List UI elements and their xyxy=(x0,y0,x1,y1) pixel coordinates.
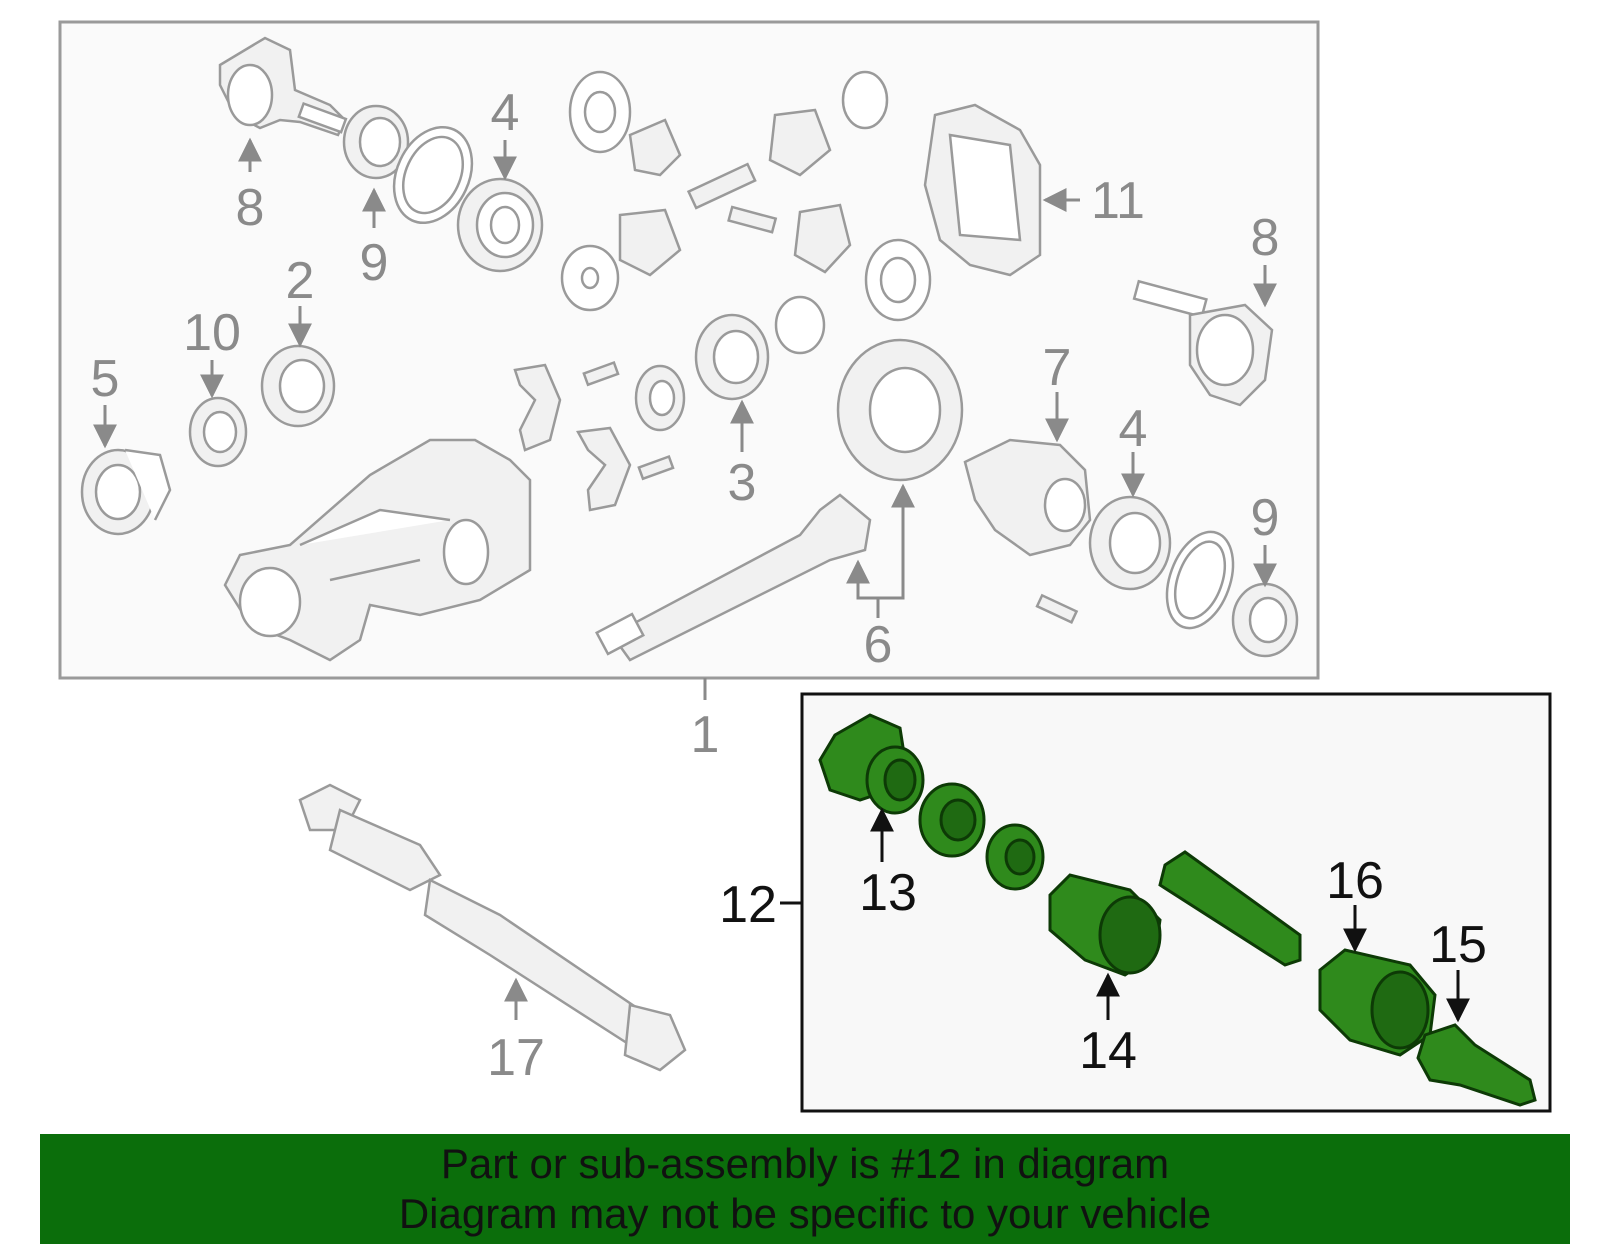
mounting-bracket-lower xyxy=(576,426,632,512)
pinion-bearing-3 xyxy=(634,295,826,432)
bearing-9-left xyxy=(342,104,410,180)
callout-3: 3 xyxy=(728,454,757,512)
leader-arrows xyxy=(93,137,1470,1023)
callout-6: 6 xyxy=(864,616,893,674)
callout-15: 15 xyxy=(1429,916,1487,974)
cross-shaft xyxy=(686,162,757,210)
callout-11: 11 xyxy=(1091,172,1145,230)
callout-17: 17 xyxy=(487,1029,545,1087)
pinion-gear-top xyxy=(628,118,682,177)
differential-case-7 xyxy=(963,438,1092,557)
case-bolt xyxy=(1035,593,1079,624)
bearing-4-right xyxy=(1088,495,1172,591)
differential-cover xyxy=(923,103,1042,277)
bearing-4-top xyxy=(456,177,544,273)
bearing-2 xyxy=(260,344,336,428)
side-flange-left xyxy=(218,36,348,137)
outer-cv-boot-16 xyxy=(1318,948,1437,1057)
halfshaft-parts xyxy=(818,713,1537,1107)
bolt-lower xyxy=(637,454,675,481)
drive-pinion-6 xyxy=(595,493,872,662)
callout-10: 10 xyxy=(183,304,241,362)
differential-housing xyxy=(223,438,532,662)
banner-line-1: Part or sub-assembly is #12 in diagram xyxy=(440,1140,1170,1187)
tripod-ring xyxy=(918,782,986,858)
callout-5: 5 xyxy=(91,350,120,408)
callout-2: 2 xyxy=(286,252,315,310)
callout-16: 16 xyxy=(1326,852,1384,910)
callout-13: 13 xyxy=(859,864,917,922)
outer-cv-joint-15 xyxy=(1416,1023,1537,1107)
info-banner: Part or sub-assembly is #12 in diagram D… xyxy=(40,1134,1570,1244)
callout-12: 12 xyxy=(719,876,777,934)
side-gear-left xyxy=(618,208,682,277)
callout-8-left: 8 xyxy=(236,179,265,237)
callout-9-left: 9 xyxy=(360,234,389,292)
callout-1: 1 xyxy=(691,706,720,764)
axle-shaft xyxy=(1158,850,1302,967)
propeller-shaft-17 xyxy=(298,783,687,1072)
callout-14: 14 xyxy=(1079,1022,1137,1080)
washer-top-right xyxy=(841,70,889,130)
pinion-gear-right xyxy=(793,203,852,274)
callout-labels: 8 9 4 11 8 2 10 5 3 7 4 9 6 1 17 12 13 1… xyxy=(91,84,1487,1087)
bearing-9-right xyxy=(1231,582,1299,658)
inner-joint-housing-13 xyxy=(818,713,925,815)
callout-7: 7 xyxy=(1043,339,1072,397)
side-gear-top xyxy=(768,108,832,177)
spacer-ring xyxy=(985,823,1045,891)
output-seal-5 xyxy=(80,448,172,536)
differential-parts xyxy=(80,36,1299,662)
ring-gear xyxy=(836,338,964,482)
banner-line-2: Diagram may not be specific to your vehi… xyxy=(398,1190,1212,1237)
pin xyxy=(727,205,778,234)
callout-4-top: 4 xyxy=(491,84,520,142)
callout-9-right: 9 xyxy=(1251,489,1280,547)
inner-cv-boot-14 xyxy=(1048,873,1162,977)
callout-4-right: 4 xyxy=(1119,400,1148,458)
callout-8-right: 8 xyxy=(1251,209,1280,267)
bolt-upper xyxy=(582,360,620,387)
mounting-bracket-upper xyxy=(513,363,562,452)
oil-seal-10 xyxy=(188,396,248,468)
side-flange-right xyxy=(1132,279,1274,407)
